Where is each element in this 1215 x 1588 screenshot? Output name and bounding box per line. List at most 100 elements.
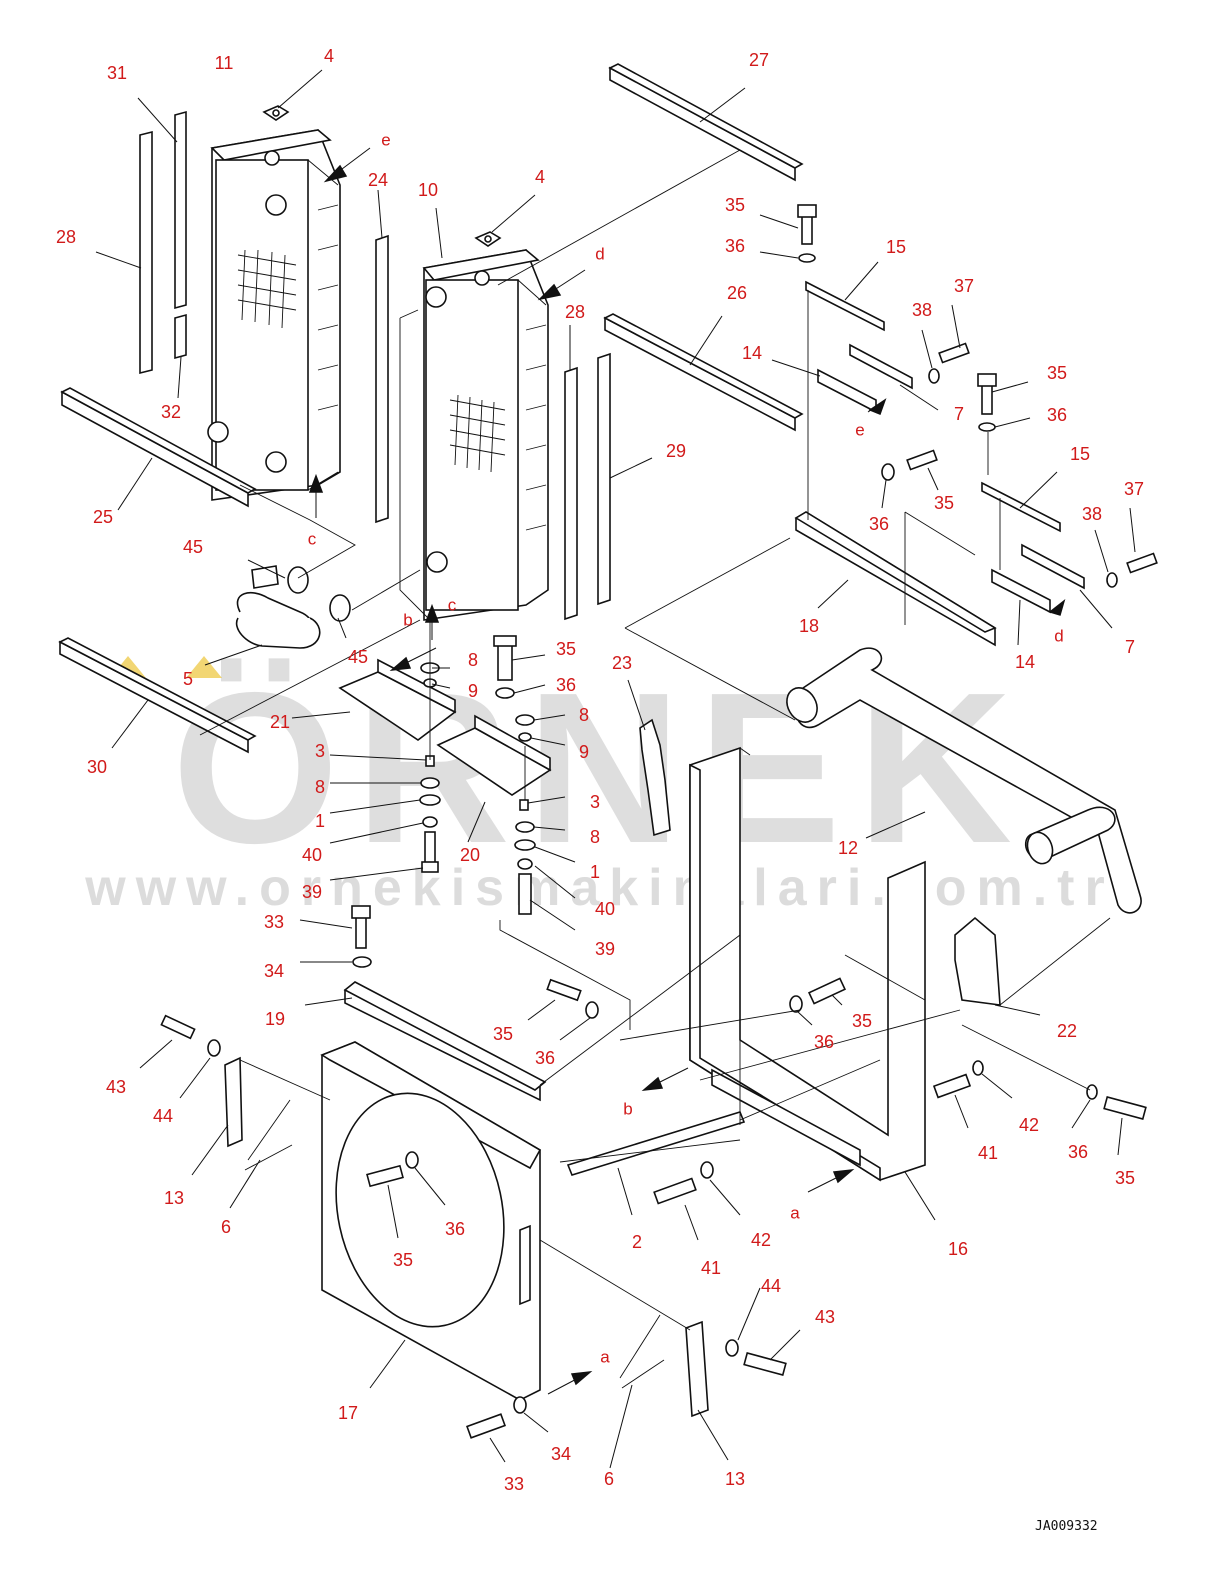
callout-14: 14	[1015, 652, 1035, 672]
frame-16	[689, 746, 936, 1221]
side-plates	[191, 1056, 729, 1469]
callout-5: 5	[183, 669, 193, 689]
rod-2	[566, 1111, 746, 1216]
callout-b: b	[623, 1099, 632, 1118]
callout-12: 12	[838, 838, 858, 858]
callout-35: 35	[556, 639, 576, 659]
callout-15: 15	[1070, 444, 1090, 464]
callout-36: 36	[869, 514, 889, 534]
callout-14: 14	[742, 343, 762, 363]
radiator-11	[207, 129, 341, 501]
brackets-lower	[981, 471, 1113, 646]
drawing-code: JA009332	[1035, 1519, 1098, 1534]
fan-shroud-17	[320, 1041, 542, 1401]
callout-43: 43	[106, 1077, 126, 1097]
callout-19: 19	[265, 1009, 285, 1029]
callout-21: 21	[270, 712, 290, 732]
callout-36: 36	[535, 1048, 555, 1068]
mount-stack-left	[329, 610, 451, 881]
callout-36: 36	[445, 1219, 465, 1239]
callout-3: 3	[590, 792, 600, 812]
callout-13: 13	[164, 1188, 184, 1208]
callout-6: 6	[604, 1469, 614, 1489]
callout-40: 40	[595, 899, 615, 919]
callout-7: 7	[1125, 637, 1135, 657]
callout-8: 8	[468, 650, 478, 670]
callout-29: 29	[666, 441, 686, 461]
callout-36: 36	[814, 1032, 834, 1052]
callout-28: 28	[56, 227, 76, 247]
callout-20: 20	[460, 845, 480, 865]
callout-8: 8	[315, 777, 325, 797]
strips-27-26	[603, 63, 804, 432]
bracket-22	[954, 916, 1041, 1016]
callout-a: a	[790, 1203, 800, 1222]
callout-6: 6	[221, 1217, 231, 1237]
callout-3: 3	[315, 741, 325, 761]
callout-c: c	[308, 529, 317, 548]
callout-11: 11	[215, 53, 234, 73]
callout-8: 8	[579, 705, 589, 725]
callout-39: 39	[302, 882, 322, 902]
callout-1: 1	[315, 811, 325, 831]
callout-d: d	[595, 244, 604, 263]
callout-35: 35	[934, 493, 954, 513]
seal-strips-left	[95, 97, 187, 399]
callout-26: 26	[727, 283, 747, 303]
callout-17: 17	[338, 1403, 358, 1423]
callout-44: 44	[761, 1276, 781, 1296]
callout-38: 38	[912, 300, 932, 320]
callout-10: 10	[418, 180, 438, 200]
callout-36: 36	[725, 236, 745, 256]
callout-43: 43	[815, 1307, 835, 1327]
callout-b: b	[403, 610, 412, 629]
callout-c: c	[448, 595, 457, 614]
direction-arrows	[308, 147, 855, 1395]
callout-23: 23	[612, 653, 632, 673]
brackets-upper	[771, 261, 939, 415]
callout-13: 13	[725, 1469, 745, 1489]
callout-34: 34	[264, 961, 284, 981]
hose-5	[204, 559, 351, 666]
callout-38: 38	[1082, 504, 1102, 524]
callout-4: 4	[324, 46, 334, 66]
callout-45: 45	[348, 647, 368, 667]
bar-18	[794, 511, 997, 647]
watermark-brand: ÖRNEK	[172, 647, 1028, 888]
bracket-23	[627, 679, 671, 837]
bolts-upper-right	[759, 204, 1158, 588]
bracket-19	[304, 981, 547, 1102]
pipe-12	[786, 647, 1142, 914]
callout-34: 34	[551, 1444, 571, 1464]
callout-28: 28	[565, 302, 585, 322]
callout-40: 40	[302, 845, 322, 865]
callout-35: 35	[493, 1024, 513, 1044]
callout-30: 30	[87, 757, 107, 777]
callout-9: 9	[468, 681, 478, 701]
callout-35: 35	[1115, 1168, 1135, 1188]
callout-41: 41	[978, 1143, 998, 1163]
callout-d: d	[1054, 626, 1063, 645]
strip-25	[60, 387, 257, 511]
callout-36: 36	[1047, 405, 1067, 425]
callout-35: 35	[393, 1250, 413, 1270]
callout-15: 15	[886, 237, 906, 257]
callout-7: 7	[954, 404, 964, 424]
strip-30	[58, 637, 257, 754]
strip-24	[375, 189, 389, 524]
callout-24: 24	[368, 170, 388, 190]
callout-1: 1	[590, 862, 600, 882]
callout-42: 42	[751, 1230, 771, 1250]
callout-37: 37	[954, 276, 974, 296]
bolts-lower	[139, 905, 1147, 1463]
mount-stack-right	[493, 635, 576, 931]
callout-8: 8	[590, 827, 600, 847]
callout-16: 16	[948, 1239, 968, 1259]
watermark-url: www.ornekismakinalari.com.tr	[84, 859, 1114, 917]
callout-44: 44	[153, 1106, 173, 1126]
radiator-caps	[262, 69, 536, 247]
callout-e: e	[855, 420, 864, 439]
callout-39: 39	[595, 939, 615, 959]
callout-27: 27	[749, 50, 769, 70]
